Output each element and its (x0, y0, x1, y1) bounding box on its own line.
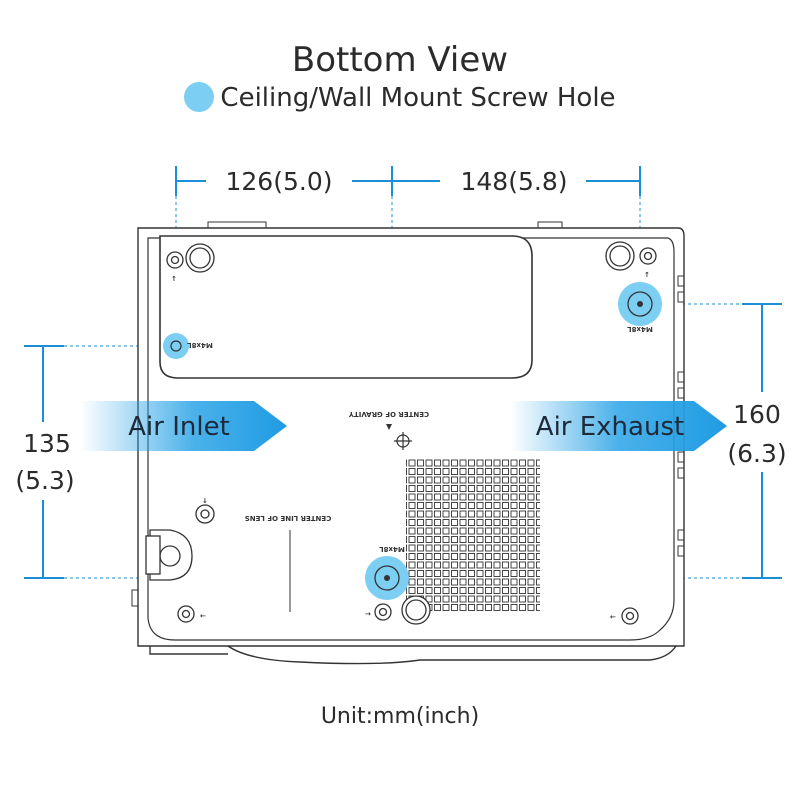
legend-label: Ceiling/Wall Mount Screw Hole (220, 83, 616, 113)
svg-text:←: ← (610, 613, 616, 621)
svg-text:←: ← (200, 612, 206, 620)
svg-text:→: → (365, 610, 371, 618)
right-dimension (742, 303, 782, 579)
legend: Ceiling/Wall Mount Screw Hole (0, 82, 800, 113)
top-panel (159, 235, 533, 379)
diagram-title: Bottom View (291, 40, 509, 80)
top-dimension (175, 166, 641, 196)
center-line-of-lens-label: CENTER LINE OF LENS (245, 514, 332, 522)
unit-label: Unit:mm(inch) (320, 704, 480, 729)
small-arrows: ↑ ↑ ↓ ← → ← (171, 271, 650, 621)
svg-text:↓: ↓ (202, 497, 208, 505)
svg-text:↑: ↑ (171, 275, 177, 283)
dim-left-inch: (5.3) (15, 466, 74, 495)
left-dimension (24, 345, 64, 579)
feet-and-screws (166, 241, 657, 625)
air-exhaust-label: Air Exhaust (536, 412, 684, 442)
screw-hole-legend-icon (184, 82, 215, 112)
svg-text:↑: ↑ (644, 271, 650, 279)
screw-spec-label-bottom: M4x8L (379, 545, 405, 553)
vent-grid (406, 458, 540, 612)
dim-top-left-label: 126(5.0) (226, 167, 333, 196)
air-exhaust-arrow (510, 401, 727, 451)
air-inlet-label: Air Inlet (128, 412, 230, 442)
dim-top-right-label: 148(5.8) (461, 167, 568, 196)
screw-spec-label-left: M4x8L (187, 341, 213, 349)
air-inlet-arrow (80, 401, 287, 451)
mount-screw-holes (163, 282, 662, 600)
dim-right-inch: (6.3) (727, 439, 786, 468)
mount-hole-left (163, 333, 189, 359)
center-of-gravity-label: CENTER OF GRAVITY (348, 410, 429, 418)
dim-left-value: 135 (23, 429, 71, 458)
screw-spec-label-right: M4x8L (627, 325, 653, 333)
dim-right-value: 160 (733, 400, 781, 429)
lock-slot (145, 529, 193, 581)
